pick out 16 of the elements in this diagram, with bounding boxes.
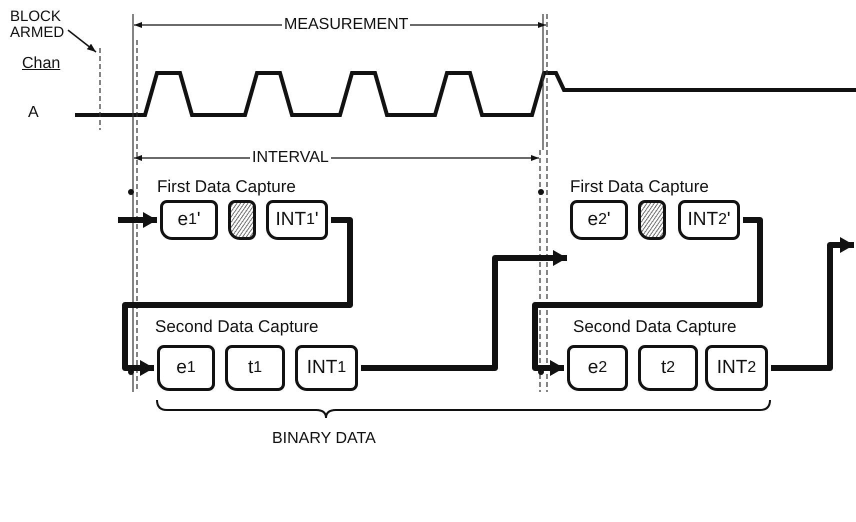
flow-arrow [771,237,854,371]
section-heading: Second Data Capture [155,317,318,337]
hatched-box [638,200,666,240]
section-heading: Second Data Capture [573,317,736,337]
leader-arrow [68,30,96,53]
section-heading: First Data Capture [157,177,296,197]
flow-arrow [361,250,567,371]
section-heading: First Data Capture [570,177,709,197]
flow-arrow [118,212,157,228]
annotation-text: BLOCK ARMED [10,8,70,42]
flow-arrow [122,217,353,376]
channel-label: A [28,104,39,122]
channel-label: Chan [22,55,60,73]
flow-arrow [532,217,763,376]
hatched-box [228,200,256,240]
bracket-label: BINARY DATA [272,430,376,448]
